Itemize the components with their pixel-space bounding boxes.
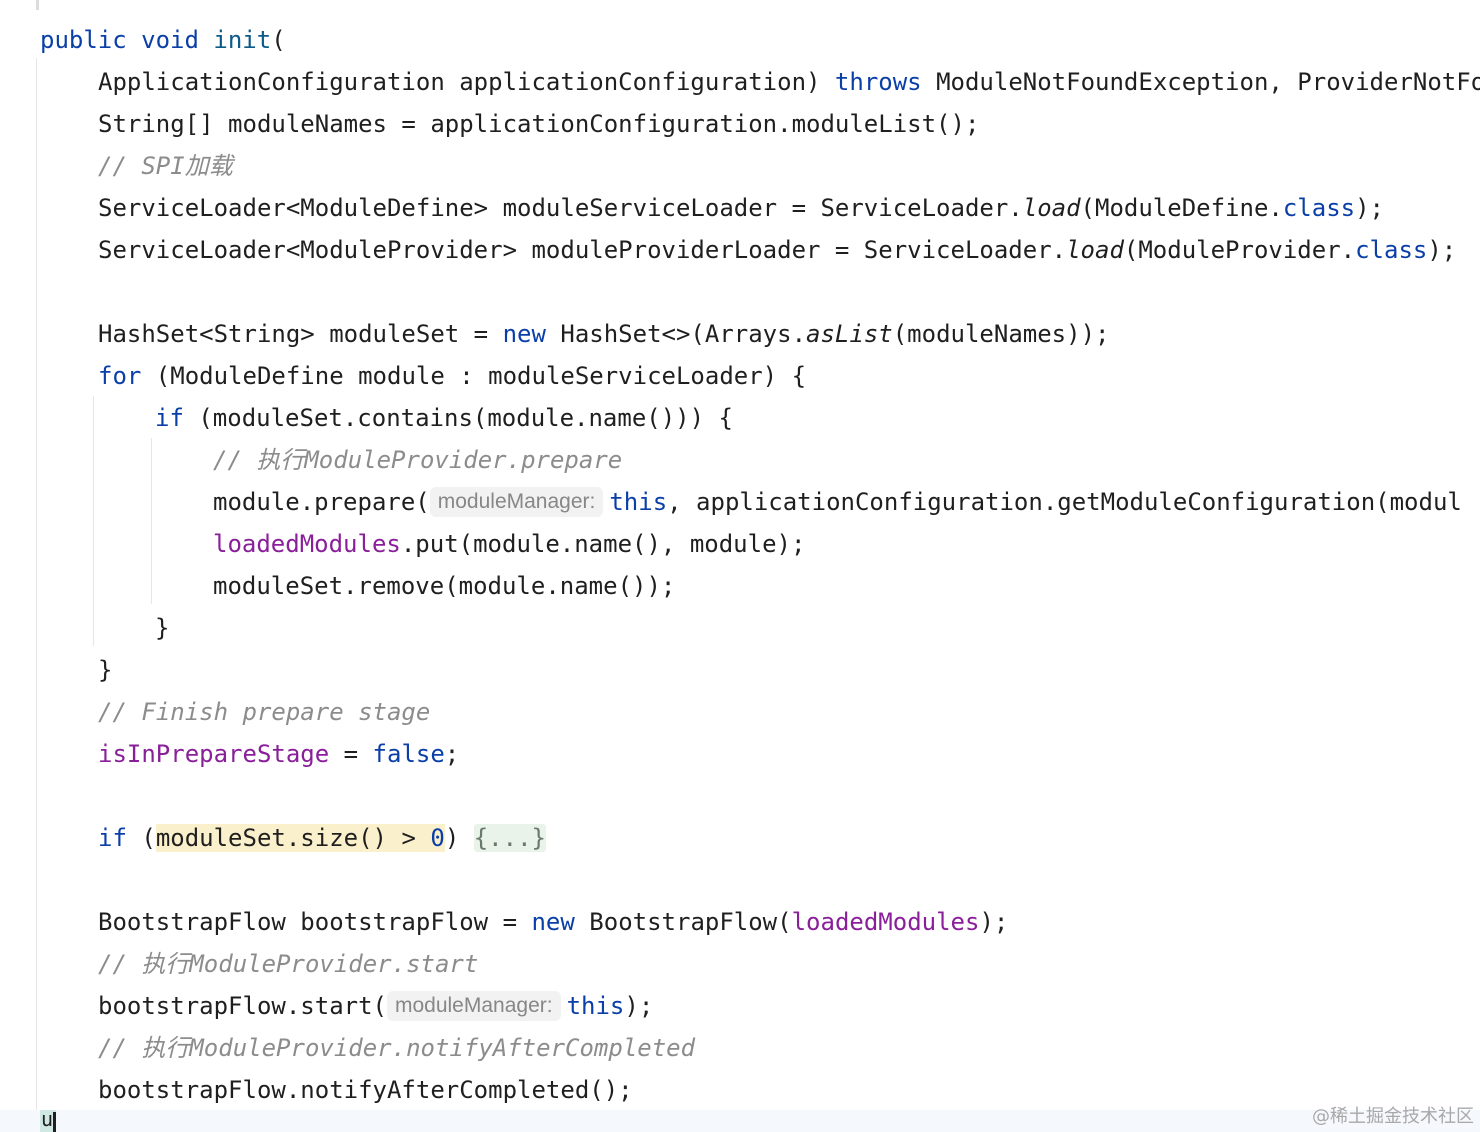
code-text: ServiceLoader<ModuleDefine> moduleServic…	[98, 194, 1023, 222]
keyword-this: this	[566, 992, 625, 1020]
code-text: );	[624, 992, 654, 1020]
keyword-this: this	[609, 488, 668, 516]
current-line-highlight	[0, 1110, 1480, 1132]
code-text: (ModuleProvider.	[1123, 236, 1356, 264]
code-text: )	[444, 824, 474, 852]
brace: }	[155, 614, 170, 642]
code-line-if-contains[interactable]: if (moduleSet.contains(module.name())) {	[155, 397, 733, 439]
code-text: bootstrapFlow.start(	[98, 992, 387, 1020]
code-text: module.prepare(	[213, 488, 430, 516]
code-line-notify-comment[interactable]: // 执行ModuleProvider.notifyAfterCompleted	[98, 1027, 695, 1069]
code-text: HashSet<>(Arrays.	[545, 320, 807, 348]
field-is-in-prepare-stage: isInPrepareStage	[98, 740, 330, 768]
code-line-start[interactable]: bootstrapFlow.start(moduleManager:this);	[98, 985, 653, 1027]
number-literal: 0	[430, 824, 445, 852]
indent-guide	[93, 396, 94, 646]
keyword-void: void	[141, 26, 199, 54]
code-text: (moduleNames));	[892, 320, 1110, 348]
code-text: ;	[444, 740, 460, 768]
code-line-prepare-comment[interactable]: // 执行ModuleProvider.prepare	[213, 439, 622, 481]
code-text: moduleSet.remove(module.name());	[213, 572, 676, 600]
field-loaded-modules: loadedModules	[791, 908, 980, 936]
static-method-aslist: asList	[806, 320, 893, 348]
code-line-start-comment[interactable]: // 执行ModuleProvider.start	[98, 943, 478, 985]
code-text: String[] moduleNames = applicationConfig…	[98, 110, 980, 138]
parameter-hint: moduleManager:	[429, 487, 604, 517]
brace: }	[98, 656, 113, 684]
code-text: , applicationConfiguration.getModuleConf…	[667, 488, 1462, 516]
caret-block	[40, 1110, 56, 1132]
code-line-remove[interactable]: moduleSet.remove(module.name());	[213, 565, 675, 607]
code-line-put[interactable]: loadedModules.put(module.name(), module)…	[213, 523, 805, 565]
keyword-new: new	[502, 320, 546, 348]
keyword-new: new	[531, 908, 575, 936]
keyword-if: if	[155, 404, 184, 432]
code-line-notify[interactable]: bootstrapFlow.notifyAfterCompleted();	[98, 1069, 633, 1111]
code-line-close-for[interactable]: }	[98, 649, 112, 691]
static-method-load: load	[1066, 236, 1124, 264]
keyword-if: if	[98, 824, 127, 852]
keyword-false: false	[372, 740, 445, 768]
code-text: (ModuleDefine module : moduleServiceLoad…	[141, 362, 807, 390]
parameter-hint: moduleManager:	[386, 991, 561, 1021]
code-line-spi-comment[interactable]: // SPI加载	[98, 145, 233, 187]
code-text: ApplicationConfiguration applicationConf…	[98, 68, 835, 96]
watermark: @稀土掘金技术社区	[1312, 1106, 1474, 1127]
code-line-finish-comment[interactable]: // Finish prepare stage	[98, 691, 430, 733]
indent-guide	[36, 58, 37, 1110]
comment: // 执行ModuleProvider.prepare	[213, 446, 623, 474]
code-line-prepare[interactable]: module.prepare(moduleManager:this, appli…	[213, 481, 1462, 523]
code-text: );	[1427, 236, 1457, 264]
code-line-hashset[interactable]: HashSet<String> moduleSet = new HashSet<…	[98, 313, 1109, 355]
keyword-for: for	[98, 362, 142, 390]
code-line-params[interactable]: ApplicationConfiguration applicationConf…	[98, 61, 1480, 103]
code-text: BootstrapFlow(	[574, 908, 792, 936]
code-text: bootstrapFlow.notifyAfterCompleted();	[98, 1076, 633, 1104]
highlighted-condition: moduleSet.size() > 0	[155, 824, 445, 852]
caret-glyph: u	[41, 1107, 54, 1131]
code-text: (moduleSet.contains(module.name())) {	[183, 404, 733, 432]
method-name: init	[213, 26, 272, 54]
comment: // Finish prepare stage	[98, 698, 431, 726]
condition-text: moduleSet.size() >	[155, 824, 431, 852]
keyword-class: class	[1282, 194, 1356, 222]
static-method-load: load	[1022, 194, 1081, 222]
code-text: HashSet<String> moduleSet =	[98, 320, 503, 348]
field-loaded-modules: loadedModules	[213, 530, 401, 558]
comment: // 执行ModuleProvider.start	[98, 950, 479, 978]
code-line-if-size[interactable]: if (moduleSet.size() > 0) {...}	[98, 817, 546, 859]
indent-guide	[151, 438, 152, 604]
code-text: ModuleNotFoundException, ProviderNotFo	[921, 68, 1480, 96]
code-line-method-signature[interactable]: public void init(	[40, 19, 286, 61]
code-text: .put(module.name(), module);	[400, 530, 806, 558]
keyword-public: public	[40, 26, 127, 54]
code-line-for[interactable]: for (ModuleDefine module : moduleService…	[98, 355, 806, 397]
code-text: );	[979, 908, 1009, 936]
code-text: (	[126, 824, 156, 852]
comment: // SPI加载	[98, 152, 233, 180]
code-text: ServiceLoader<ModuleProvider> moduleProv…	[98, 236, 1067, 264]
code-line-close-if[interactable]: }	[155, 607, 169, 649]
code-line-module-names[interactable]: String[] moduleNames = applicationConfig…	[98, 103, 979, 145]
paren: (	[271, 26, 286, 54]
code-line-bootstrap-flow[interactable]: BootstrapFlow bootstrapFlow = new Bootst…	[98, 901, 1008, 943]
code-line-is-prepare-stage[interactable]: isInPrepareStage = false;	[98, 733, 459, 775]
code-text: =	[329, 740, 373, 768]
code-text: (ModuleDefine.	[1080, 194, 1283, 222]
code-line-define-loader[interactable]: ServiceLoader<ModuleDefine> moduleServic…	[98, 187, 1384, 229]
gutter-marker	[36, 0, 39, 10]
code-line-provider-loader[interactable]: ServiceLoader<ModuleProvider> moduleProv…	[98, 229, 1456, 271]
text-cursor	[53, 1112, 56, 1132]
keyword-class: class	[1355, 236, 1428, 264]
code-text: BootstrapFlow bootstrapFlow =	[98, 908, 532, 936]
keyword-throws: throws	[834, 68, 922, 96]
code-text: );	[1355, 194, 1384, 222]
comment: // 执行ModuleProvider.notifyAfterCompleted	[98, 1034, 696, 1062]
folded-block[interactable]: {...}	[473, 824, 546, 852]
